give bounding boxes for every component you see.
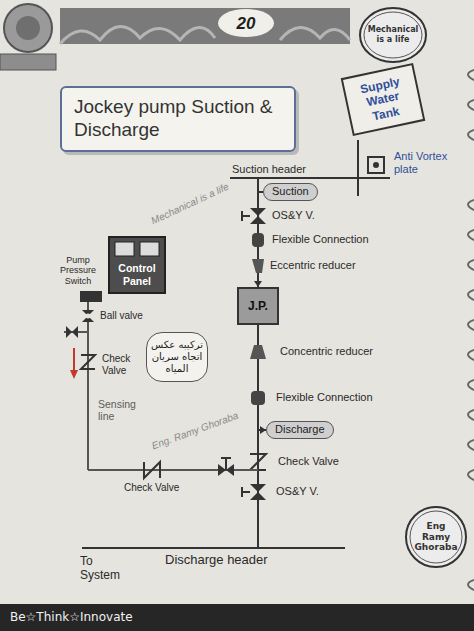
sensing-line: [87, 302, 89, 470]
panel-displays: [110, 238, 164, 260]
part-label: Ball valve: [100, 310, 160, 322]
watermark-text: Mechanical is a life: [138, 175, 243, 232]
valve-wheel: [241, 211, 243, 221]
part-label: Anti Vortex plate: [394, 150, 450, 175]
part-label: To System: [80, 555, 135, 583]
stamp-ring: [360, 8, 426, 62]
valve-stem: [225, 458, 227, 470]
node-text: تركيبه عكس اتجاه سريان المياه: [151, 339, 203, 375]
spiral-binding: [468, 70, 474, 590]
part-label: Check Valve: [102, 353, 142, 376]
flange-bore: [16, 16, 40, 40]
part-label: Discharge header: [165, 553, 305, 568]
part-label: Check Valve: [278, 455, 378, 468]
pipe-stub: [0, 54, 56, 70]
panel-display: [115, 242, 134, 256]
watermark-text: Eng. Ramy Ghoraba: [141, 407, 248, 455]
node-text: Supply Water Tank: [349, 72, 417, 127]
part-label: Pump Pressure Switch: [52, 255, 104, 286]
tank-box: Supply Water Tank: [341, 63, 426, 136]
check-valve: [144, 462, 160, 478]
node-text: Suction: [272, 185, 309, 198]
footer-band: Be☆Think☆Innovate: [0, 604, 474, 631]
gate-valve: [250, 492, 266, 500]
part-label: Concentric reducer: [280, 345, 420, 358]
page-number: 20: [226, 14, 266, 34]
part-label: Check Valve: [124, 482, 204, 494]
stamp-inner-ring: [364, 12, 422, 58]
tank-pipe: [357, 140, 359, 196]
valve-wheel: [241, 487, 243, 497]
flow-arrow: [73, 348, 75, 372]
suction-header: [230, 177, 390, 179]
banner-flames: [60, 26, 350, 44]
node-text: Control Panel: [112, 262, 162, 287]
node-text: J.P.: [248, 299, 268, 313]
gate-valve: [218, 464, 226, 476]
discharge-bubble: Discharge: [266, 421, 334, 438]
node-text: Discharge: [275, 423, 325, 436]
check-valve: [250, 454, 266, 470]
anti-vortex-dot: [373, 162, 379, 168]
part-label: OS&Y V.: [272, 209, 362, 222]
pipe: [257, 178, 259, 192]
note-bubble: تركيبه عكس اتجاه سريان المياه: [146, 332, 208, 382]
pump-box: J.P.: [237, 287, 279, 325]
suction-bubble: Suction: [263, 183, 318, 200]
part-label: Flexible Connection: [276, 391, 416, 404]
drain-valve: [72, 326, 78, 338]
check-valve: [81, 355, 95, 369]
pipe-line: [258, 325, 266, 430]
stamp-inner-ring: [410, 511, 462, 563]
concentric-reducer: [250, 345, 266, 359]
discharge-header: [82, 547, 345, 549]
stamp-circle: Eng Ramy Ghoraba: [404, 505, 468, 569]
node-text: Mechanical is a life: [368, 25, 419, 44]
gate-valve: [250, 484, 266, 492]
control-panel: Control Panel: [108, 236, 166, 294]
ball-valve-ball: [86, 314, 91, 319]
part-label: Eccentric reducer: [270, 259, 410, 272]
flexible-connection: [251, 391, 265, 405]
title-box: Jockey pump Suction & Discharge: [60, 86, 296, 152]
pipe-connector: [258, 325, 266, 434]
node-text: Eng Ramy Ghoraba: [414, 521, 458, 553]
title-text: Jockey pump Suction & Discharge: [74, 96, 282, 142]
eccentric-reducer: [252, 259, 264, 273]
valve-stem: [242, 491, 250, 493]
gate-valve: [250, 208, 266, 216]
part-label: OS&Y V.: [276, 485, 366, 498]
valve-wheel: [221, 457, 231, 459]
panel-display: [140, 242, 159, 256]
anti-vortex-plate: [368, 157, 384, 173]
flexible-connection: [252, 233, 264, 247]
page-number-patch: [218, 9, 274, 37]
node-text: Be☆Think☆Innovate: [10, 610, 464, 624]
banner: [60, 8, 350, 44]
gate-valve: [226, 464, 234, 476]
stamp-circle: Mechanical is a life: [358, 6, 428, 64]
flow-arrow-head: [70, 370, 78, 379]
valve-stem: [242, 215, 250, 217]
part-label: Suction header: [232, 163, 332, 176]
stamp-ring: [406, 507, 466, 567]
part-label: Flexible Connection: [272, 233, 412, 246]
flange: [4, 4, 52, 52]
part-label: Sensing line: [98, 398, 144, 422]
drain-valve: [66, 326, 72, 338]
gate-valve: [250, 216, 266, 224]
pressure-switch: [80, 291, 102, 302]
